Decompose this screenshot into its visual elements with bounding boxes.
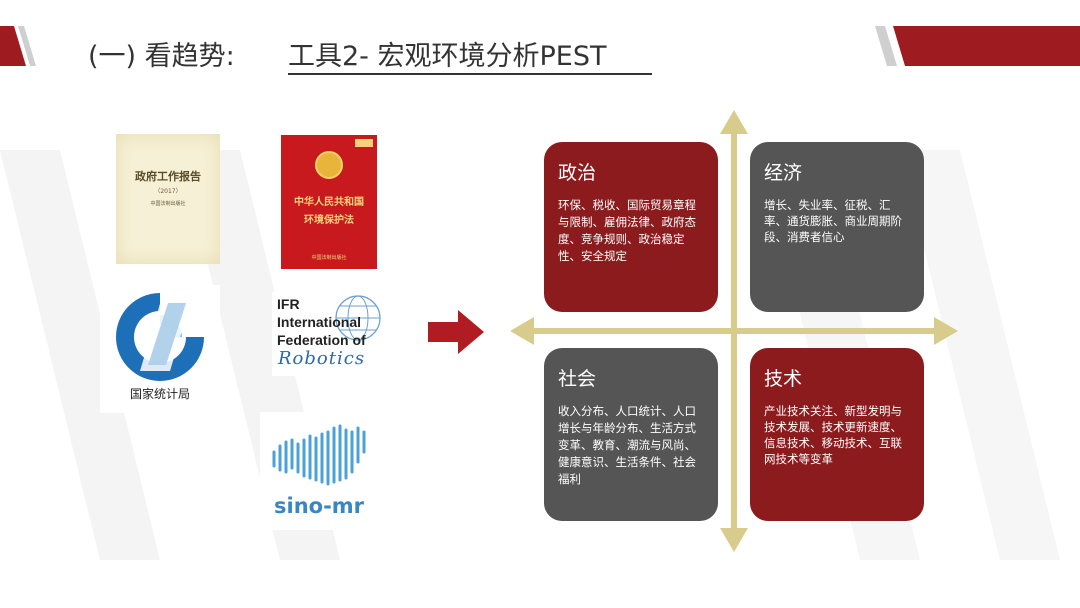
globe-icon <box>335 295 381 341</box>
slide-title: (一) 看趋势: 工具2- 宏观环境分析PEST <box>88 34 653 75</box>
social-text: 收入分布、人口统计、人口增长与年龄分布、生活方式变革、教育、潮流与风尚、健康意识… <box>558 404 696 486</box>
right-arrow-icon <box>428 310 484 354</box>
pest-technological-card: 技术 产业技术关注、新型发明与技术发展、技术更新速度、信息技术、移动技术、互联网… <box>750 348 924 521</box>
technological-title: 技术 <box>764 368 803 390</box>
env-law-line1: 中华人民共和国 <box>294 197 364 208</box>
national-emblem-icon <box>315 151 343 179</box>
pest-axes <box>510 110 958 552</box>
ifr-line4: Robotics <box>278 348 366 369</box>
env-law-publisher: 中国法制出版社 <box>311 255 347 261</box>
sino-mr-caption: sino-mr <box>274 494 365 518</box>
nbs-emblem-icon <box>116 293 204 381</box>
cover-corner-tag <box>355 139 373 147</box>
pest-social-card: 社会 收入分布、人口统计、人口增长与年龄分布、生活方式变革、教育、潮流与风尚、健… <box>544 348 718 521</box>
env-law-line2: 环境保护法 <box>304 215 354 226</box>
economic-title: 经济 <box>764 162 803 184</box>
technological-text: 产业技术关注、新型发明与技术发展、技术更新速度、信息技术、移动技术、互联网技术等… <box>764 404 902 466</box>
header-stripe-right <box>875 26 1080 66</box>
gov-report-year: （2017） <box>154 188 182 195</box>
gov-work-report-cover: 政府工作报告 （2017） 中国法制出版社 <box>116 134 220 264</box>
ifr-line1: IFR <box>277 296 300 312</box>
header-stripe-left <box>0 26 36 66</box>
gov-report-title: 政府工作报告 <box>135 170 201 183</box>
pest-political-card: 政治 环保、税收、国际贸易章程与限制、雇佣法律、政府态度、竞争规则、政治稳定性、… <box>544 142 718 312</box>
title-main: 工具2- 宏观环境分析PEST <box>288 41 653 75</box>
env-protection-law-cover: 中华人民共和国 环境保护法 中国法制出版社 <box>281 135 377 269</box>
sino-mr-logo: sino-mr <box>260 412 378 530</box>
nbs-logo: 国家统计局 <box>100 285 220 413</box>
title-prefix: (一) 看趋势: <box>88 41 235 72</box>
social-title: 社会 <box>558 368 597 390</box>
nbs-caption: 国家统计局 <box>129 387 190 401</box>
ifr-line3: Federation of <box>277 332 366 348</box>
ifr-logo: IFR International Federation of Robotics <box>272 292 400 376</box>
economic-text: 增长、失业率、征税、汇率、通货膨胀、商业周期阶段、消费者信心 <box>764 198 902 244</box>
pest-economic-card: 经济 增长、失业率、征税、汇率、通货膨胀、商业周期阶段、消费者信心 <box>750 142 924 312</box>
china-map-icon <box>272 424 366 486</box>
political-text: 环保、税收、国际贸易章程与限制、雇佣法律、政府态度、竞争规则、政治稳定性、安全规… <box>558 198 696 263</box>
gov-report-publisher: 中国法制出版社 <box>150 201 186 207</box>
ifr-line2: International <box>277 314 362 330</box>
political-title: 政治 <box>558 162 597 184</box>
